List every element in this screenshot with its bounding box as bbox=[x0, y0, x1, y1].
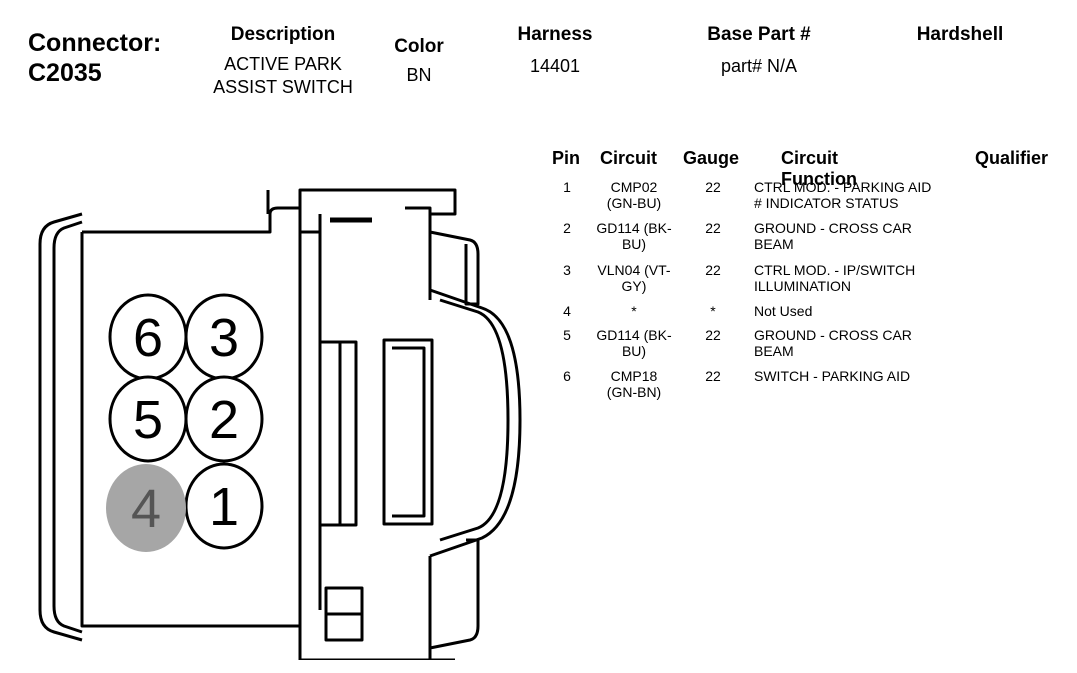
description-line-2: ASSIST SWITCH bbox=[213, 77, 353, 97]
gauge-cell: 22 bbox=[705, 262, 721, 278]
pin-label-3: 3 bbox=[209, 308, 239, 368]
circuit-line-2: (GN-BU) bbox=[606, 195, 662, 211]
pin-column-header: Pin bbox=[552, 148, 581, 168]
gauge-cell: * bbox=[710, 303, 716, 319]
gauge-column-header: Gauge bbox=[683, 148, 740, 168]
qualifier-column-header: Qualifier bbox=[975, 148, 1049, 168]
function-line-2: BEAM bbox=[754, 343, 794, 359]
description-line-1: ACTIVE PARK bbox=[224, 54, 342, 74]
gauge-cell: 22 bbox=[705, 220, 721, 236]
function-line-1: GROUND - CROSS CAR bbox=[754, 220, 912, 236]
connector-face-diagram: 6 3 5 2 4 1 bbox=[38, 188, 522, 660]
circuit-cell: * bbox=[588, 303, 680, 319]
function-line-1: CTRL MOD. - PARKING AID bbox=[754, 179, 932, 195]
pin-label-4: 4 bbox=[131, 479, 161, 539]
circuit-cell: CMP18(GN-BN) bbox=[588, 368, 680, 400]
circuit-line-1: * bbox=[631, 303, 637, 319]
circuit-column-header: Circuit bbox=[600, 148, 658, 168]
connector-id: C2035 bbox=[28, 59, 102, 87]
circuit-line-2: BU) bbox=[621, 236, 647, 252]
color-value: BN bbox=[406, 65, 432, 85]
center-channel bbox=[320, 340, 358, 527]
pin-number: 2 bbox=[563, 220, 571, 236]
circuit-cell: VLN04 (VT-GY) bbox=[588, 262, 680, 294]
right-lock-tab bbox=[429, 288, 522, 558]
circuit-line-2: (GN-BN) bbox=[606, 384, 662, 400]
circuit-line-1: CMP18 bbox=[610, 368, 658, 384]
base-part-header: Base Part # bbox=[707, 24, 811, 45]
function-cell: CTRL MOD. - PARKING AID# INDICATOR STATU… bbox=[754, 179, 969, 211]
function-cell: SWITCH - PARKING AID bbox=[754, 368, 969, 384]
description-header: Description bbox=[230, 24, 336, 45]
harness-value: 14401 bbox=[529, 56, 581, 76]
description-value: ACTIVE PARK ASSIST SWITCH bbox=[196, 53, 370, 99]
circuit-cell: GD114 (BK-BU) bbox=[588, 327, 680, 359]
gauge-cell: 22 bbox=[705, 368, 721, 384]
circuit-line-2: BU) bbox=[621, 343, 647, 359]
pin-number: 5 bbox=[563, 327, 571, 343]
pin-number: 6 bbox=[563, 368, 571, 384]
gauge-cell: 22 bbox=[705, 179, 721, 195]
function-line-2: BEAM bbox=[754, 236, 794, 252]
housing-left-wall bbox=[80, 232, 300, 628]
pin-label-6: 6 bbox=[133, 308, 163, 368]
function-line-2: # INDICATOR STATUS bbox=[754, 195, 899, 211]
connector-label: Connector: bbox=[28, 29, 162, 57]
pin-cavity-1 bbox=[184, 462, 264, 550]
color-header: Color bbox=[394, 36, 444, 57]
housing-body bbox=[82, 188, 480, 306]
function-column-header: Circuit Function bbox=[781, 148, 857, 189]
circuit-line-1: CMP02 bbox=[610, 179, 658, 195]
pin-cavity-4-unused bbox=[106, 464, 186, 552]
pin-label-1: 1 bbox=[209, 477, 239, 537]
housing-right-lower bbox=[428, 538, 480, 660]
latch-top-right bbox=[405, 206, 432, 232]
right-latch-inner bbox=[392, 346, 426, 518]
function-line-1: GROUND - CROSS CAR bbox=[754, 327, 912, 343]
housing-left-cap bbox=[38, 212, 83, 642]
connector-heading: Connector: C2035 bbox=[28, 28, 161, 88]
pin-number: 1 bbox=[563, 179, 571, 195]
right-lock-tab-inner bbox=[439, 298, 510, 542]
gauge-cell: 22 bbox=[705, 327, 721, 343]
circuit-line-2: GY) bbox=[621, 278, 647, 294]
latch-top-inner bbox=[298, 208, 322, 234]
circuit-cell: GD114 (BK-BU) bbox=[588, 220, 680, 252]
pin-cavity-2 bbox=[184, 375, 264, 463]
right-latch-frame bbox=[382, 338, 434, 526]
bottom-latch-box bbox=[324, 586, 364, 642]
pin-number: 3 bbox=[563, 262, 571, 278]
base-part-value: part# N/A bbox=[720, 56, 798, 76]
circuit-line-1: VLN04 (VT- bbox=[597, 262, 671, 278]
function-cell: Not Used bbox=[754, 303, 969, 319]
bottom-latch bbox=[298, 626, 455, 660]
function-line-2: ILLUMINATION bbox=[754, 278, 851, 294]
circuit-line-1: GD114 (BK- bbox=[596, 220, 672, 236]
circuit-line-1: GD114 (BK- bbox=[596, 327, 672, 343]
pin-label-2: 2 bbox=[209, 390, 239, 450]
function-line-1: SWITCH - PARKING AID bbox=[754, 368, 911, 384]
hardshell-header: Hardshell bbox=[916, 24, 1004, 45]
function-line-1: Not Used bbox=[754, 303, 813, 319]
pin-label-5: 5 bbox=[133, 390, 163, 450]
pin-number: 4 bbox=[563, 303, 571, 319]
function-line-1: CTRL MOD. - IP/SWITCH bbox=[754, 262, 916, 278]
housing-inner-cap bbox=[52, 220, 83, 634]
circuit-cell: CMP02(GN-BU) bbox=[588, 179, 680, 211]
harness-header: Harness bbox=[517, 24, 593, 45]
